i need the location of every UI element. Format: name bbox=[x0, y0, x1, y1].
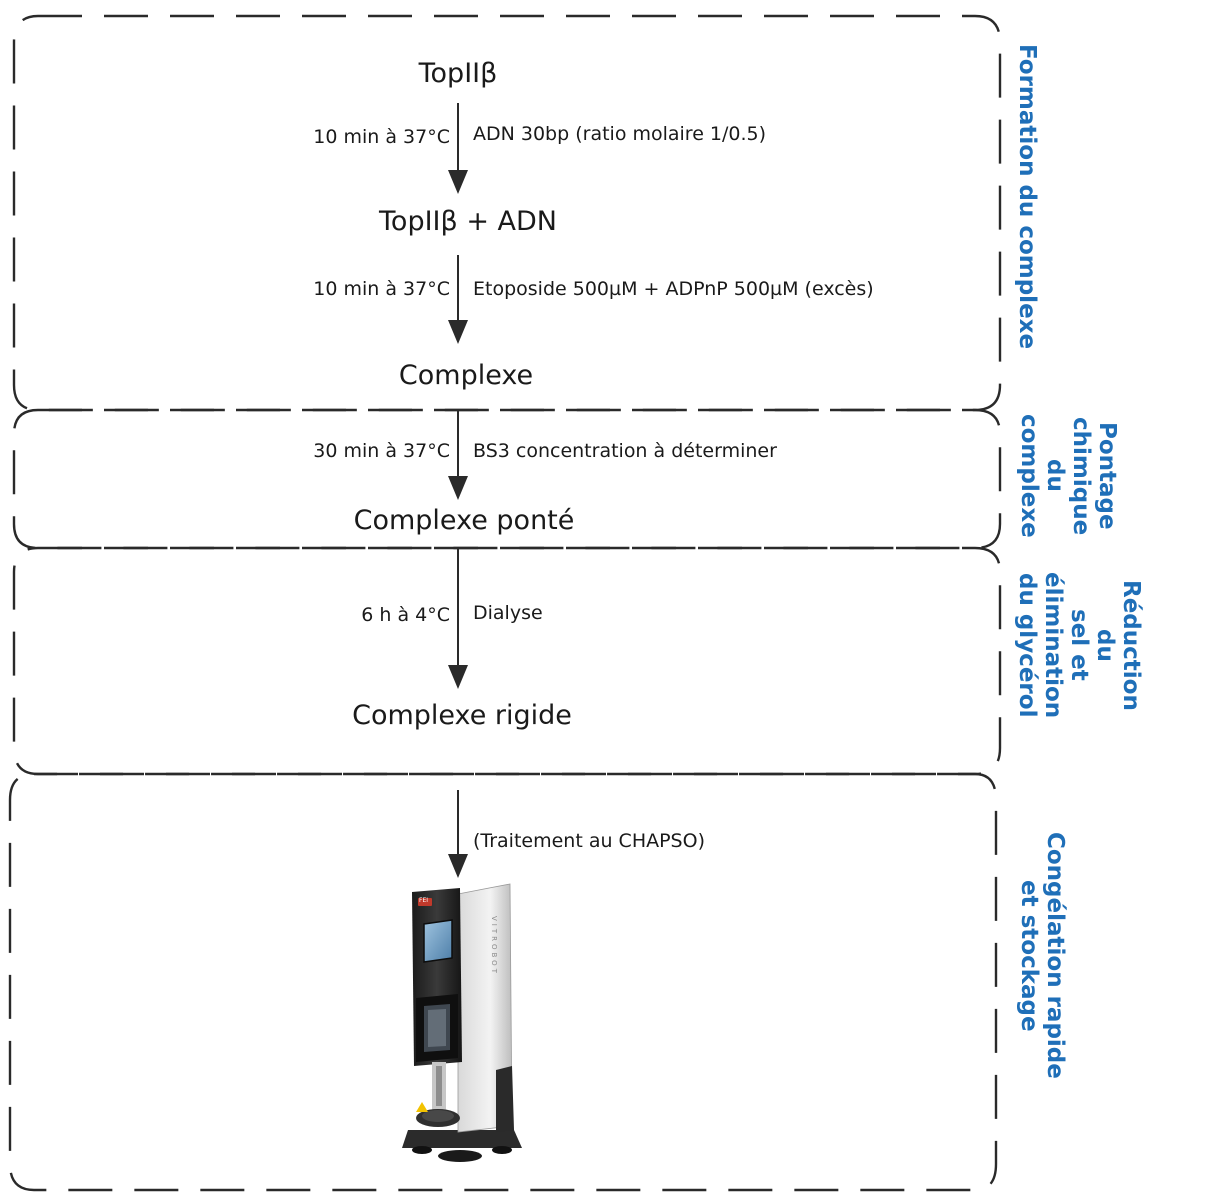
vitrobot-illustration bbox=[402, 883, 522, 1162]
condition-2-time: 10 min à 37°C bbox=[313, 278, 450, 300]
stage-label-reduction: Réduction du sel et élimination du glycé… bbox=[1014, 572, 1144, 718]
frame-congelation bbox=[8, 772, 998, 1192]
stage-label-pontage: Pontage chimique du complexe bbox=[1016, 414, 1120, 538]
stage1-line-1: Formation du complexe bbox=[1014, 44, 1040, 350]
stage-label-congelation: Congélation rapide et stockage bbox=[1016, 832, 1068, 1079]
stage4-line-2: et stockage bbox=[1016, 879, 1042, 1032]
frame-pontage bbox=[12, 408, 1002, 550]
stage3-line-3: sel et bbox=[1066, 609, 1092, 681]
step-complexe-ponte: Complexe ponté bbox=[353, 505, 575, 536]
stage2-line-2: chimique bbox=[1068, 416, 1094, 535]
condition-4-reagent: Dialyse bbox=[473, 602, 543, 624]
condition-1-time: 10 min à 37°C bbox=[313, 126, 450, 148]
condition-5-treatment: (Traitement au CHAPSO) bbox=[473, 830, 705, 852]
condition-3-reagent: BS3 concentration à déterminer bbox=[473, 440, 777, 462]
step-topii: TopIIβ bbox=[418, 58, 498, 89]
stage2-line-4: complexe bbox=[1016, 414, 1042, 538]
condition-3-time: 30 min à 37°C bbox=[313, 440, 450, 462]
stage2-line-1: Pontage bbox=[1094, 422, 1120, 530]
fei-logo: FEI bbox=[419, 897, 429, 904]
vitrobot-device-image: VITROBOT FEI bbox=[392, 880, 532, 1169]
stage-label-formation: Formation du complexe bbox=[1014, 44, 1040, 349]
vitrobot-brand-text: VITROBOT bbox=[490, 916, 498, 976]
frame-reduction bbox=[12, 546, 1002, 776]
stage3-line-4: élimination bbox=[1040, 572, 1066, 719]
stage3-line-2: du bbox=[1092, 628, 1118, 662]
step-complexe: Complexe bbox=[398, 360, 534, 391]
condition-1-reagent: ADN 30bp (ratio molaire 1/0.5) bbox=[473, 123, 767, 145]
condition-2-reagent: Etoposide 500µM + ADPnP 500µM (excès) bbox=[473, 278, 874, 300]
stage2-line-3: du bbox=[1042, 459, 1068, 493]
stage4-line-1: Congélation rapide bbox=[1042, 832, 1068, 1079]
stage3-line-5: du glycérol bbox=[1014, 572, 1040, 718]
condition-4-time: 6 h à 4°C bbox=[361, 604, 450, 626]
stage3-line-1: Réduction bbox=[1118, 579, 1144, 711]
step-complexe-rigide: Complexe rigide bbox=[352, 700, 572, 731]
step-topii-adn: TopIIβ + ADN bbox=[379, 206, 557, 237]
